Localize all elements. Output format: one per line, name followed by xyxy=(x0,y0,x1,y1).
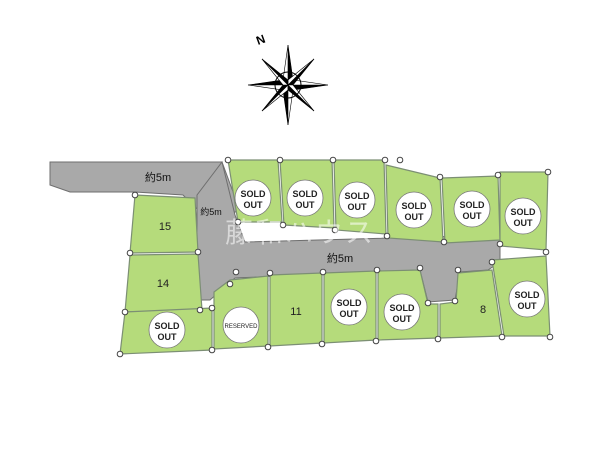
lot-11-number: 11 xyxy=(290,306,301,318)
sold-out-badge: SOLD OUT xyxy=(330,288,368,326)
compass-north-label: N xyxy=(254,32,267,48)
out-label: OUT xyxy=(348,202,368,212)
sold-out-badge: SOLD OUT xyxy=(338,181,376,219)
sold-out-badge: SOLD OUT xyxy=(234,179,272,217)
boundary-markers xyxy=(116,156,554,358)
lot-14-number: 14 xyxy=(157,278,169,290)
sold-label: SOLD xyxy=(292,189,318,199)
sold-out-badge: SOLD OUT xyxy=(395,191,433,229)
out-label: OUT xyxy=(518,301,538,311)
out-label: OUT xyxy=(405,212,425,222)
compass-rose-icon: N xyxy=(247,32,329,126)
sold-label: SOLD xyxy=(389,303,415,313)
reserved-badge: RESERVED xyxy=(222,306,260,344)
road-main-width-label: 約5m xyxy=(327,251,353,265)
sold-label: SOLD xyxy=(510,207,536,217)
lot-8-number: 8 xyxy=(480,304,486,316)
watermark-text: 藤和ハウス xyxy=(225,216,375,249)
out-label: OUT xyxy=(393,314,413,324)
out-label: OUT xyxy=(514,218,534,228)
out-label: OUT xyxy=(296,200,316,210)
sold-out-badge: SOLD OUT xyxy=(383,293,421,331)
sold-label: SOLD xyxy=(344,191,370,201)
sold-out-badge: SOLD OUT xyxy=(508,280,546,318)
sold-out-badge: SOLD OUT xyxy=(286,179,324,217)
sold-out-badge: SOLD OUT xyxy=(504,197,542,235)
reserved-label: RESERVED xyxy=(225,324,259,330)
sold-label: SOLD xyxy=(401,201,427,211)
sold-out-badge: SOLD OUT xyxy=(453,190,491,228)
sold-label: SOLD xyxy=(336,298,362,308)
out-label: OUT xyxy=(463,211,483,221)
road-top-width-label: 約5m xyxy=(145,170,171,184)
road-small-width-label: 約5m xyxy=(200,206,222,217)
sold-label: SOLD xyxy=(154,321,180,331)
sold-label: SOLD xyxy=(514,290,540,300)
sold-label: SOLD xyxy=(240,189,266,199)
lot-15-number: 15 xyxy=(159,221,171,233)
out-label: OUT xyxy=(158,332,178,342)
sold-label: SOLD xyxy=(459,200,485,210)
out-label: OUT xyxy=(340,309,360,319)
sold-out-badge: SOLD OUT xyxy=(148,311,186,349)
out-label: OUT xyxy=(244,200,264,210)
